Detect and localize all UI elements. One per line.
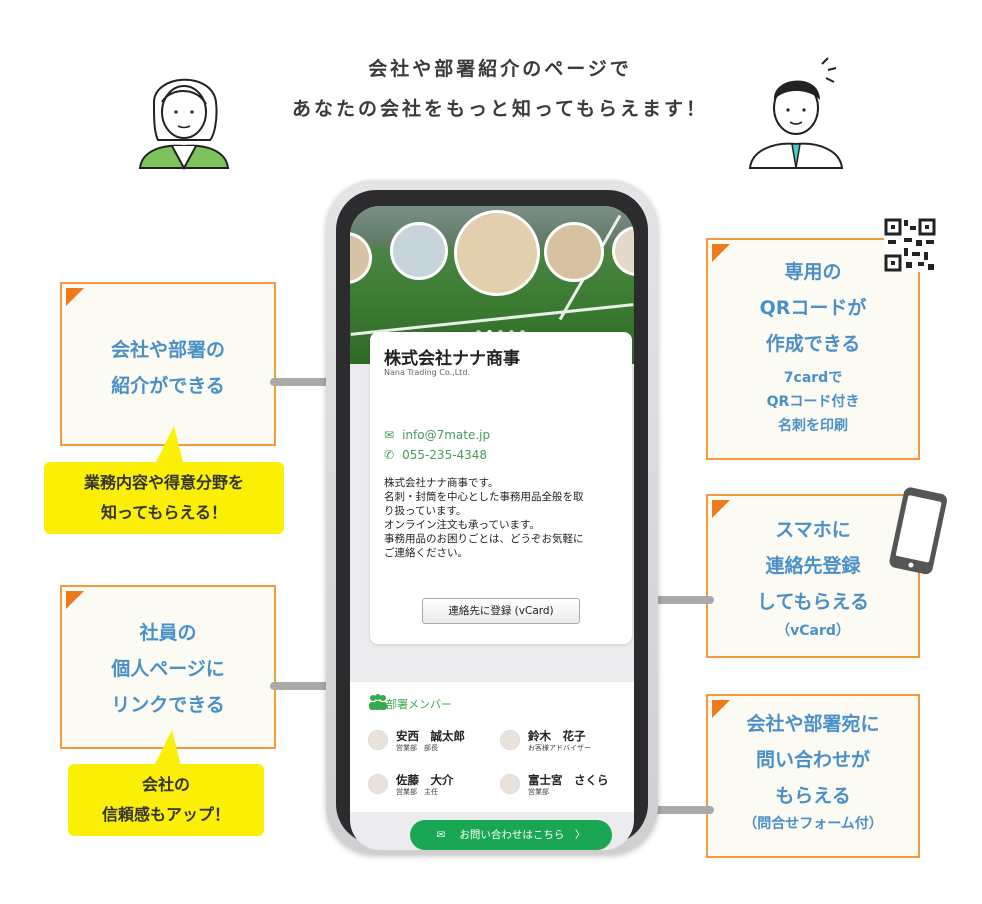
- headline-line-1: 会社や部署紹介のページで: [368, 58, 632, 80]
- feature-link-line2: 個人ページに: [111, 658, 225, 680]
- feature-link-line1: 社員の: [139, 622, 197, 644]
- email-link[interactable]: info@7mate.jp: [402, 428, 491, 442]
- feature-intro-line1: 会社や部署の: [110, 339, 225, 361]
- avatar: [500, 774, 520, 794]
- feature-box-qr: 専用の QRコードが 作成できる 7cardで QRコード付き 名刺を印刷: [706, 238, 920, 460]
- tel-row[interactable]: ✆ 055-235-4348: [384, 448, 487, 462]
- member-role: お客様アドバイザー: [528, 744, 591, 752]
- man-illustration: [748, 57, 844, 169]
- member-name[interactable]: 安西 誠太郎: [396, 729, 465, 743]
- vcard-register-button[interactable]: 連絡先に登録 (vCard): [422, 598, 580, 624]
- mail-icon: ✉: [436, 829, 446, 841]
- thumbnail-circle: [544, 222, 604, 282]
- thumbnail-circle: [454, 210, 540, 296]
- company-description: 株式会社ナナ商事です。 名刺・封筒を中心とした事務用品全般を取 り扱っています。…: [384, 477, 584, 559]
- feature-intro-line2: 紹介ができる: [111, 375, 225, 397]
- headline-line-2: あなたの会社をもっと知ってもらえます！: [291, 98, 709, 120]
- feature-link-line3: リンクできる: [111, 694, 225, 716]
- corner-flag-icon: [712, 244, 730, 262]
- feature-inquiry-line1: 会社や部署宛に: [746, 713, 880, 735]
- corner-flag-icon: [712, 500, 730, 518]
- feature-qr-sub1: 7cardで: [783, 370, 843, 386]
- corner-flag-icon: [66, 288, 84, 306]
- phone-bezel: 株式会社ナナ商事 Nana Trading Co.,Ltd. ✉ info@7ma…: [336, 190, 648, 850]
- note-intro: 業務内容や得意分野を 知ってもらえる！: [44, 462, 284, 534]
- note-link-line1: 会社の: [141, 775, 190, 794]
- note-tail-intro: [154, 426, 184, 466]
- woman-illustration: [138, 78, 230, 170]
- member-role: 営業部: [528, 788, 549, 796]
- feature-contact-line2: 連絡先登録: [765, 555, 861, 577]
- company-name: 株式会社ナナ商事: [384, 349, 520, 369]
- note-tail-link: [152, 730, 182, 770]
- note-intro-line2: 知ってもらえる！: [101, 503, 227, 522]
- feature-qr-line2: QRコードが: [759, 297, 867, 319]
- feature-inquiry-line3: もらえる: [775, 785, 851, 807]
- member-name[interactable]: 鈴木 花子: [528, 729, 586, 743]
- feature-box-link: 社員の 個人ページに リンクできる: [60, 585, 276, 749]
- qr-code-icon: [884, 218, 936, 272]
- feature-qr-line3: 作成できる: [765, 333, 861, 355]
- feature-box-inquiry: 会社や部署宛に 問い合わせが もらえる （問合せフォーム付）: [706, 694, 920, 858]
- note-link: 会社の 信頼感もアップ！: [68, 764, 264, 836]
- corner-flag-icon: [712, 700, 730, 718]
- thumbnail-circle: [390, 222, 448, 280]
- members-section: 部署メンバー 安西 誠太郎 営業部 部長 鈴木 花子 お客様アドバイザー 佐藤 …: [350, 682, 634, 812]
- email-row[interactable]: ✉ info@7mate.jp: [384, 428, 490, 442]
- feature-box-contact: スマホに 連絡先登録 してもらえる （vCard）: [706, 494, 920, 658]
- smartphone-icon: [889, 487, 947, 575]
- avatar: [368, 774, 388, 794]
- corner-flag-icon: [66, 591, 84, 609]
- phone-icon: ✆: [384, 448, 395, 462]
- tel-link[interactable]: 055-235-4348: [402, 448, 488, 462]
- phone-screen: 株式会社ナナ商事 Nana Trading Co.,Ltd. ✉ info@7ma…: [350, 206, 634, 850]
- member-name[interactable]: 佐藤 大介: [396, 773, 454, 787]
- feature-inquiry-line2: 問い合わせが: [755, 749, 870, 771]
- feature-contact-line1: スマホに: [775, 519, 851, 541]
- feature-contact-sub: （vCard）: [776, 623, 850, 639]
- feature-box-intro: 会社や部署の 紹介ができる: [60, 282, 276, 446]
- note-link-line2: 信頼感もアップ！: [101, 805, 230, 824]
- member-role: 営業部 部長: [396, 744, 438, 752]
- avatar: [500, 730, 520, 750]
- feature-qr-sub2: QRコード付き: [766, 394, 860, 410]
- members-title: 部署メンバー: [386, 698, 452, 711]
- feature-qr-line1: 専用の: [784, 261, 842, 283]
- contact-form-button[interactable]: ✉ お問い合わせはこちら 〉: [410, 820, 612, 850]
- feature-qr-sub3: 名刺を印刷: [778, 418, 848, 434]
- people-icon: [369, 694, 387, 710]
- note-intro-line1: 業務内容や得意分野を: [83, 473, 244, 492]
- member-role: 営業部 主任: [396, 788, 438, 796]
- avatar: [368, 730, 388, 750]
- feature-contact-line3: してもらえる: [757, 591, 869, 613]
- member-name[interactable]: 富士宮 さくら: [528, 773, 609, 787]
- contact-form-label: お問い合わせはこちら 〉: [459, 829, 586, 841]
- company-name-en: Nana Trading Co.,Ltd.: [384, 368, 470, 377]
- company-card: 株式会社ナナ商事 Nana Trading Co.,Ltd. ✉ info@7ma…: [370, 332, 632, 644]
- mail-icon: ✉: [384, 428, 395, 442]
- feature-inquiry-sub: （問合せフォーム付）: [743, 816, 883, 832]
- phone-mockup: 株式会社ナナ商事 Nana Trading Co.,Ltd. ✉ info@7ma…: [326, 180, 658, 854]
